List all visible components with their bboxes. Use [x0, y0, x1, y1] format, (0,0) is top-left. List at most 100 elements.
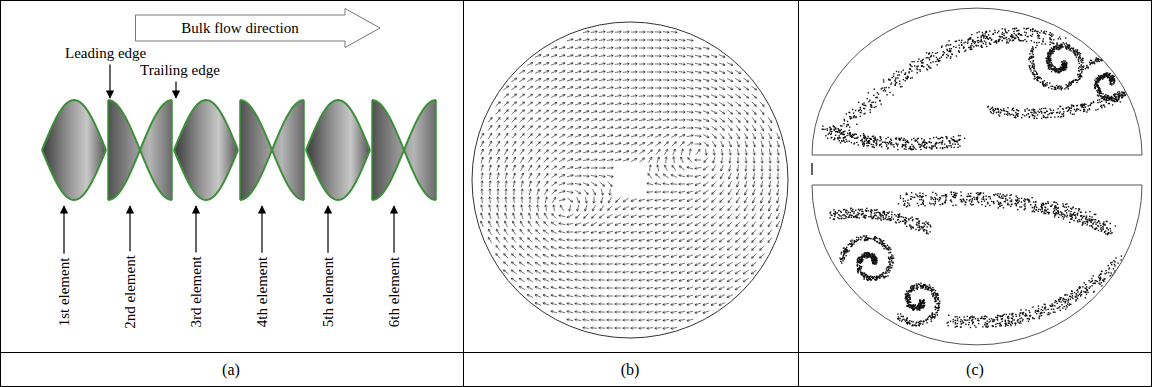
particle [1059, 45, 1060, 46]
particle [1094, 86, 1095, 87]
particle [860, 112, 861, 113]
particle [853, 117, 854, 118]
particle [1006, 42, 1007, 43]
particle [1095, 86, 1096, 87]
particle [928, 141, 929, 142]
particle [990, 111, 991, 112]
particle [881, 88, 882, 89]
particle [870, 106, 871, 107]
particle [850, 118, 851, 119]
particle [1127, 88, 1128, 89]
particle [1033, 112, 1034, 113]
particle [890, 142, 891, 143]
particle [1056, 112, 1057, 113]
particle [840, 142, 841, 143]
particle [1054, 89, 1055, 90]
particle [1097, 77, 1098, 78]
particle [901, 86, 902, 87]
particle [825, 135, 826, 136]
particle [1055, 71, 1056, 72]
particle [968, 39, 969, 40]
particle [1078, 57, 1079, 58]
particle [837, 137, 838, 138]
particle [1114, 80, 1115, 81]
particle [1002, 32, 1003, 33]
particle [1071, 83, 1072, 84]
particle [1122, 92, 1123, 93]
particle [1091, 63, 1092, 64]
particle [1100, 90, 1101, 91]
particle [1034, 76, 1035, 77]
particle [1089, 64, 1090, 65]
particle [1098, 59, 1099, 60]
particle [1059, 48, 1060, 49]
particle [1115, 60, 1116, 61]
particle [1046, 62, 1047, 63]
particle [1112, 77, 1113, 78]
particle [1100, 78, 1101, 79]
particle [1055, 67, 1056, 68]
particle [1057, 46, 1058, 47]
particle [1126, 78, 1127, 79]
particle [941, 47, 942, 48]
particle [1049, 64, 1050, 65]
particle [887, 147, 888, 148]
particle [1118, 96, 1119, 97]
particle [871, 144, 872, 145]
particle [936, 137, 937, 138]
particle [1109, 73, 1110, 74]
particle [1018, 37, 1019, 38]
particle [1054, 116, 1055, 117]
particle [844, 142, 845, 143]
particle [986, 32, 987, 33]
particle [939, 58, 940, 59]
particle [1062, 87, 1063, 88]
particle [908, 148, 909, 149]
tape-edge [108, 100, 172, 200]
particle [1110, 78, 1111, 79]
particle [1036, 72, 1037, 73]
particle [1001, 110, 1002, 111]
particle [837, 137, 838, 138]
particle [937, 58, 938, 59]
particle [1099, 90, 1100, 91]
particle [882, 87, 883, 88]
particle [1099, 90, 1100, 91]
particle [1060, 66, 1061, 67]
particle [1053, 46, 1054, 47]
particle [995, 40, 996, 41]
particle [874, 138, 875, 139]
particle [852, 136, 853, 137]
particle [1077, 74, 1078, 75]
particle [864, 108, 865, 109]
particle [929, 59, 930, 60]
particle [1027, 36, 1028, 37]
particle [888, 79, 889, 80]
particle [1094, 79, 1095, 80]
particle [1097, 92, 1098, 93]
particle [1036, 45, 1037, 46]
particle [1111, 97, 1112, 98]
particle [980, 40, 981, 41]
particle [1061, 114, 1062, 115]
particle [1096, 82, 1097, 83]
particle [903, 79, 904, 80]
particle [999, 36, 1000, 37]
particle [1051, 52, 1052, 53]
particle [933, 137, 934, 138]
particle [911, 70, 912, 71]
particle [944, 147, 945, 148]
particle [1066, 62, 1067, 63]
particle [1030, 68, 1031, 69]
particle [887, 137, 888, 138]
particle [1014, 37, 1015, 38]
particle [1059, 72, 1060, 73]
particle [874, 107, 875, 108]
particle [1078, 76, 1079, 77]
particle [1127, 89, 1128, 90]
particle [874, 88, 875, 89]
particle [1046, 58, 1047, 59]
particle [1066, 48, 1067, 49]
particle [972, 39, 973, 40]
particle [1069, 81, 1070, 82]
